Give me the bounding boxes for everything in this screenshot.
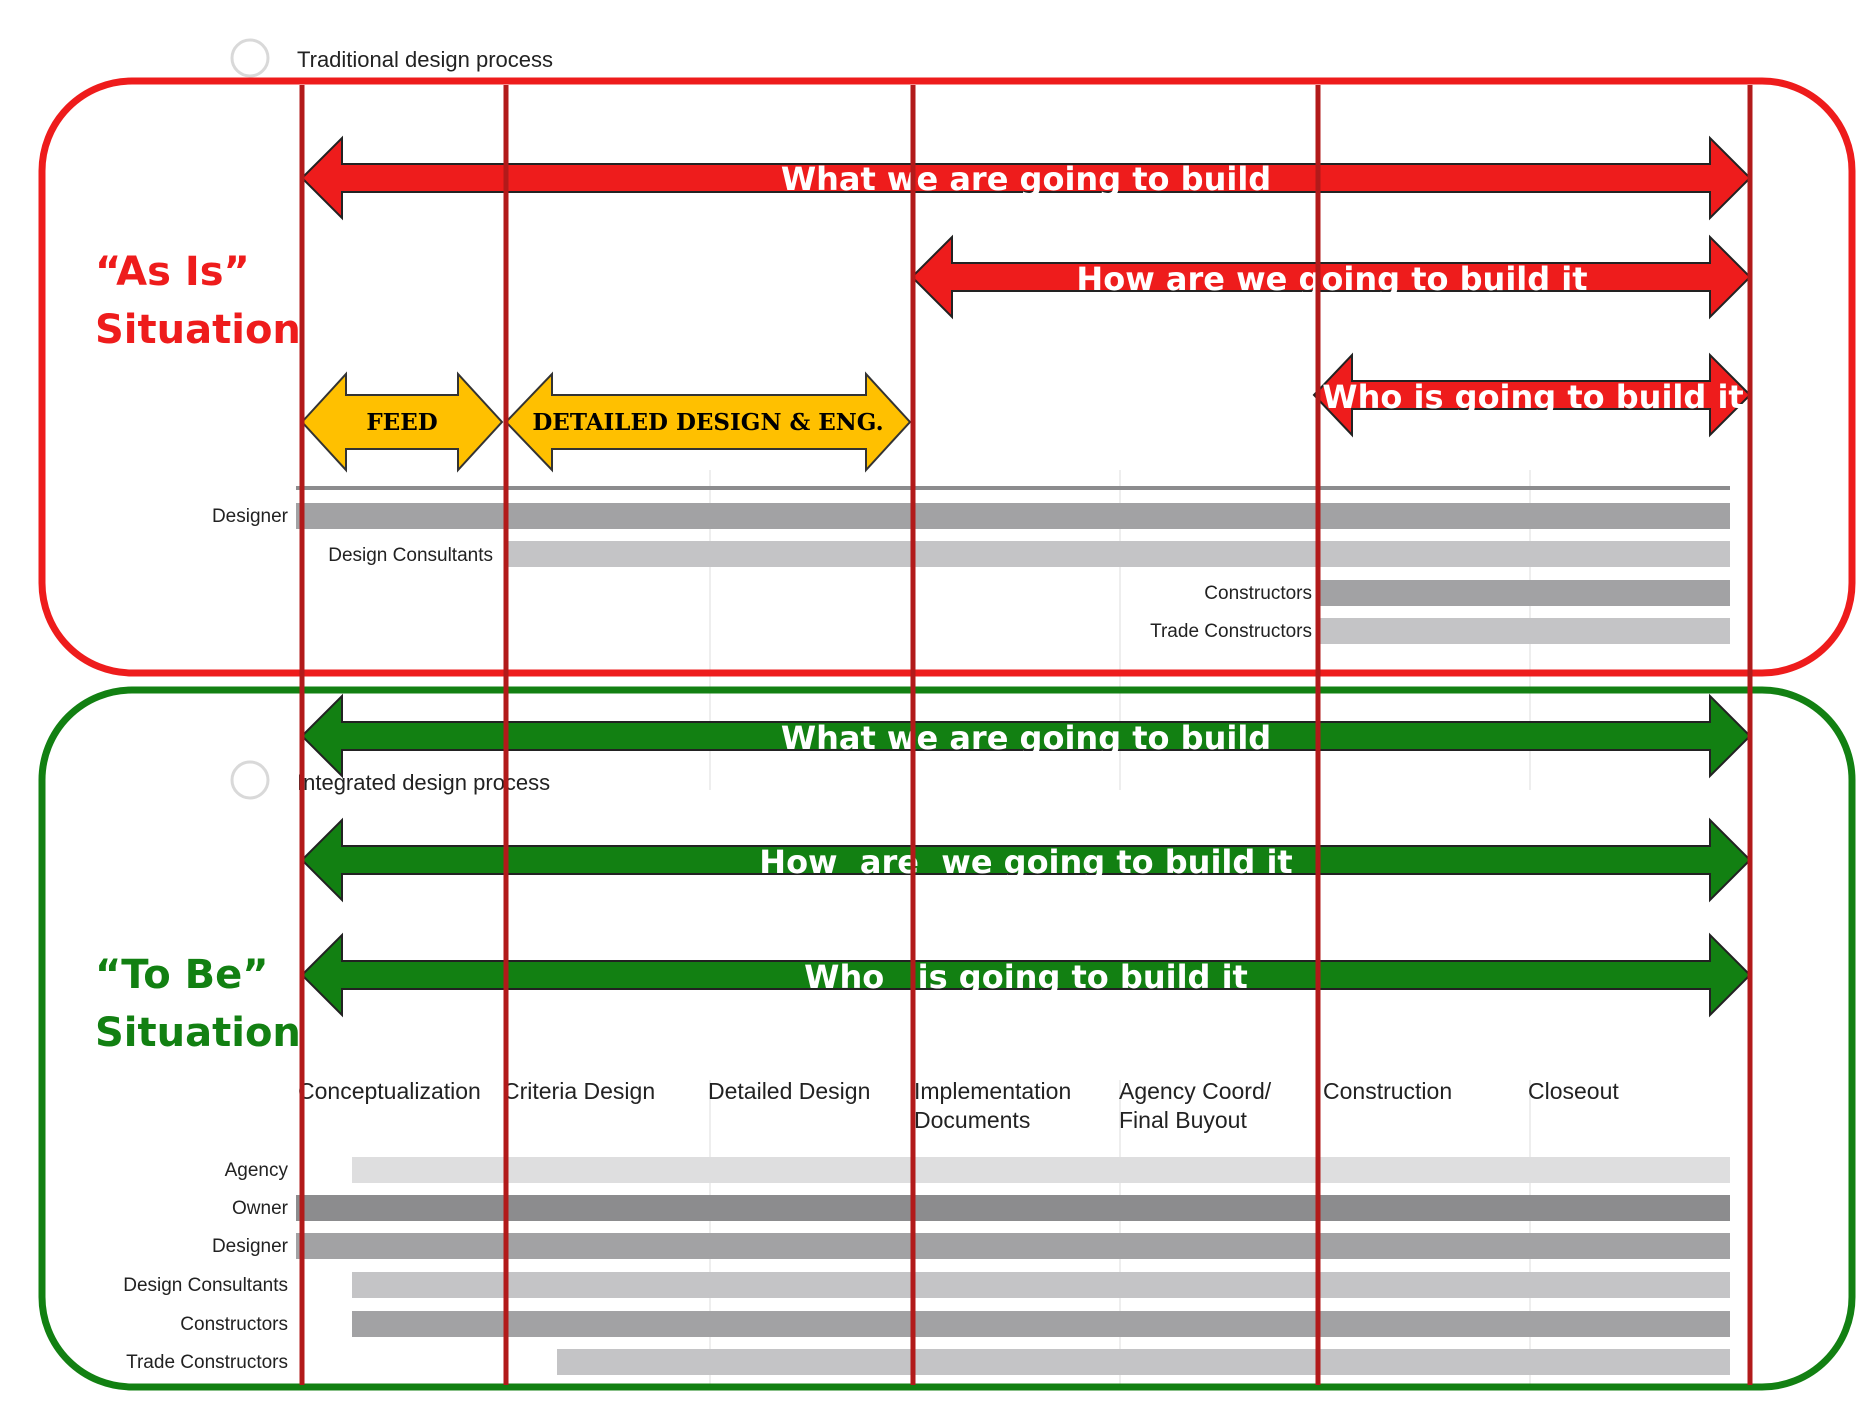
phase-agency-coord: Agency Coord/ bbox=[1119, 1078, 1272, 1104]
phase-implementation: Implementation bbox=[914, 1078, 1071, 1104]
as-is-designer-bar bbox=[296, 503, 1730, 529]
to-be-agency-bar bbox=[352, 1157, 1730, 1183]
detailed-design-label: DETAILED DESIGN & ENG. bbox=[532, 409, 883, 436]
as-is-trade-constructors-label: Trade Constructors bbox=[1150, 621, 1312, 642]
as-is-constructors-label: Constructors bbox=[1204, 583, 1312, 604]
to-be-label-line1: “To Be” bbox=[95, 952, 269, 998]
as-is-what-label: What we are going to build bbox=[781, 160, 1271, 198]
as-is-trade-constructors-bar bbox=[1320, 618, 1730, 644]
to-be-designer-bar bbox=[296, 1233, 1730, 1259]
to-be-design-consultants-label: Design Consultants bbox=[123, 1275, 288, 1296]
as-is-design-consultants-label: Design Consultants bbox=[328, 545, 493, 566]
to-be-how-label: How are we going to build it bbox=[759, 843, 1292, 881]
integrated-title: Integrated design process bbox=[297, 770, 550, 795]
detailed-design-arrow bbox=[504, 371, 912, 473]
traditional-marker-icon bbox=[230, 38, 270, 78]
to-be-design-consultants-bar bbox=[352, 1272, 1730, 1298]
phase-agency-coord-line2: Final Buyout bbox=[1119, 1107, 1247, 1133]
to-be-trade-constructors-bar bbox=[557, 1349, 1730, 1375]
to-be-who-label: Who is going to build it bbox=[804, 958, 1248, 996]
as-is-label-line1: “As Is” bbox=[95, 249, 250, 295]
to-be-constructors-label: Constructors bbox=[180, 1314, 288, 1335]
integrated-marker-icon bbox=[230, 760, 270, 800]
as-is-label-line2: Situation bbox=[95, 307, 301, 353]
to-be-owner-bar bbox=[296, 1195, 1730, 1221]
as-is-top-rule bbox=[296, 486, 1730, 490]
as-is-frame bbox=[38, 77, 1856, 677]
to-be-frame bbox=[38, 686, 1856, 1391]
to-be-label-line2: Situation bbox=[95, 1010, 301, 1056]
to-be-trade-constructors-label: Trade Constructors bbox=[126, 1352, 288, 1373]
feed-label: FEED bbox=[366, 409, 437, 436]
as-is-designer-label: Designer bbox=[212, 506, 289, 527]
phase-detailed-design: Detailed Design bbox=[708, 1078, 870, 1104]
to-be-agency-label: Agency bbox=[225, 1160, 289, 1181]
to-be-constructors-bar bbox=[352, 1311, 1730, 1337]
phase-boundary-lines bbox=[299, 85, 1753, 1385]
as-is-who-label: Who is going to build it bbox=[1322, 378, 1743, 416]
phase-closeout: Closeout bbox=[1528, 1078, 1619, 1104]
phase-conceptualization: Conceptualization bbox=[298, 1078, 481, 1104]
as-is-constructors-bar bbox=[1320, 580, 1730, 606]
as-is-design-consultants-bar bbox=[508, 541, 1730, 567]
traditional-title: Traditional design process bbox=[297, 47, 553, 72]
phase-implementation-line2: Documents bbox=[914, 1107, 1030, 1133]
feed-arrow bbox=[300, 371, 504, 473]
phase-labels: Conceptualization Criteria Design Detail… bbox=[298, 1078, 1619, 1133]
phase-criteria-design: Criteria Design bbox=[503, 1078, 655, 1104]
to-be-designer-label: Designer bbox=[212, 1236, 289, 1257]
phase-construction: Construction bbox=[1323, 1078, 1452, 1104]
as-is-how-label: How are we going to build it bbox=[1076, 260, 1587, 298]
to-be-owner-label: Owner bbox=[232, 1198, 289, 1219]
to-be-what-label: What we are going to build bbox=[781, 719, 1271, 757]
